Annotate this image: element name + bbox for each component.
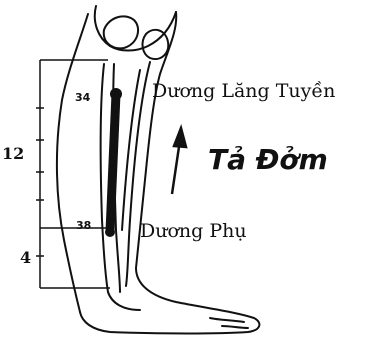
acupoint-38-number: 38 (76, 220, 91, 231)
kneecap-outline (104, 16, 138, 48)
acupoint-34-name: Dương Lăng Tuyền (152, 82, 335, 101)
direction-label: Tả Đởm (208, 146, 328, 174)
shin-contour (57, 14, 88, 312)
meridian-segment (110, 94, 116, 232)
measurement-4: 4 (20, 250, 31, 266)
acupoint-38-name: Dương Phụ (140, 222, 247, 241)
ankle-outline (108, 292, 140, 310)
knee-condyle (143, 30, 169, 59)
measurement-12: 12 (2, 146, 24, 162)
acupoint-34-marker (110, 88, 122, 100)
up-arrow-icon (172, 128, 186, 194)
foot-toes (210, 318, 248, 328)
acupoint-34-number: 34 (75, 92, 90, 103)
tibia-bone (101, 64, 108, 292)
